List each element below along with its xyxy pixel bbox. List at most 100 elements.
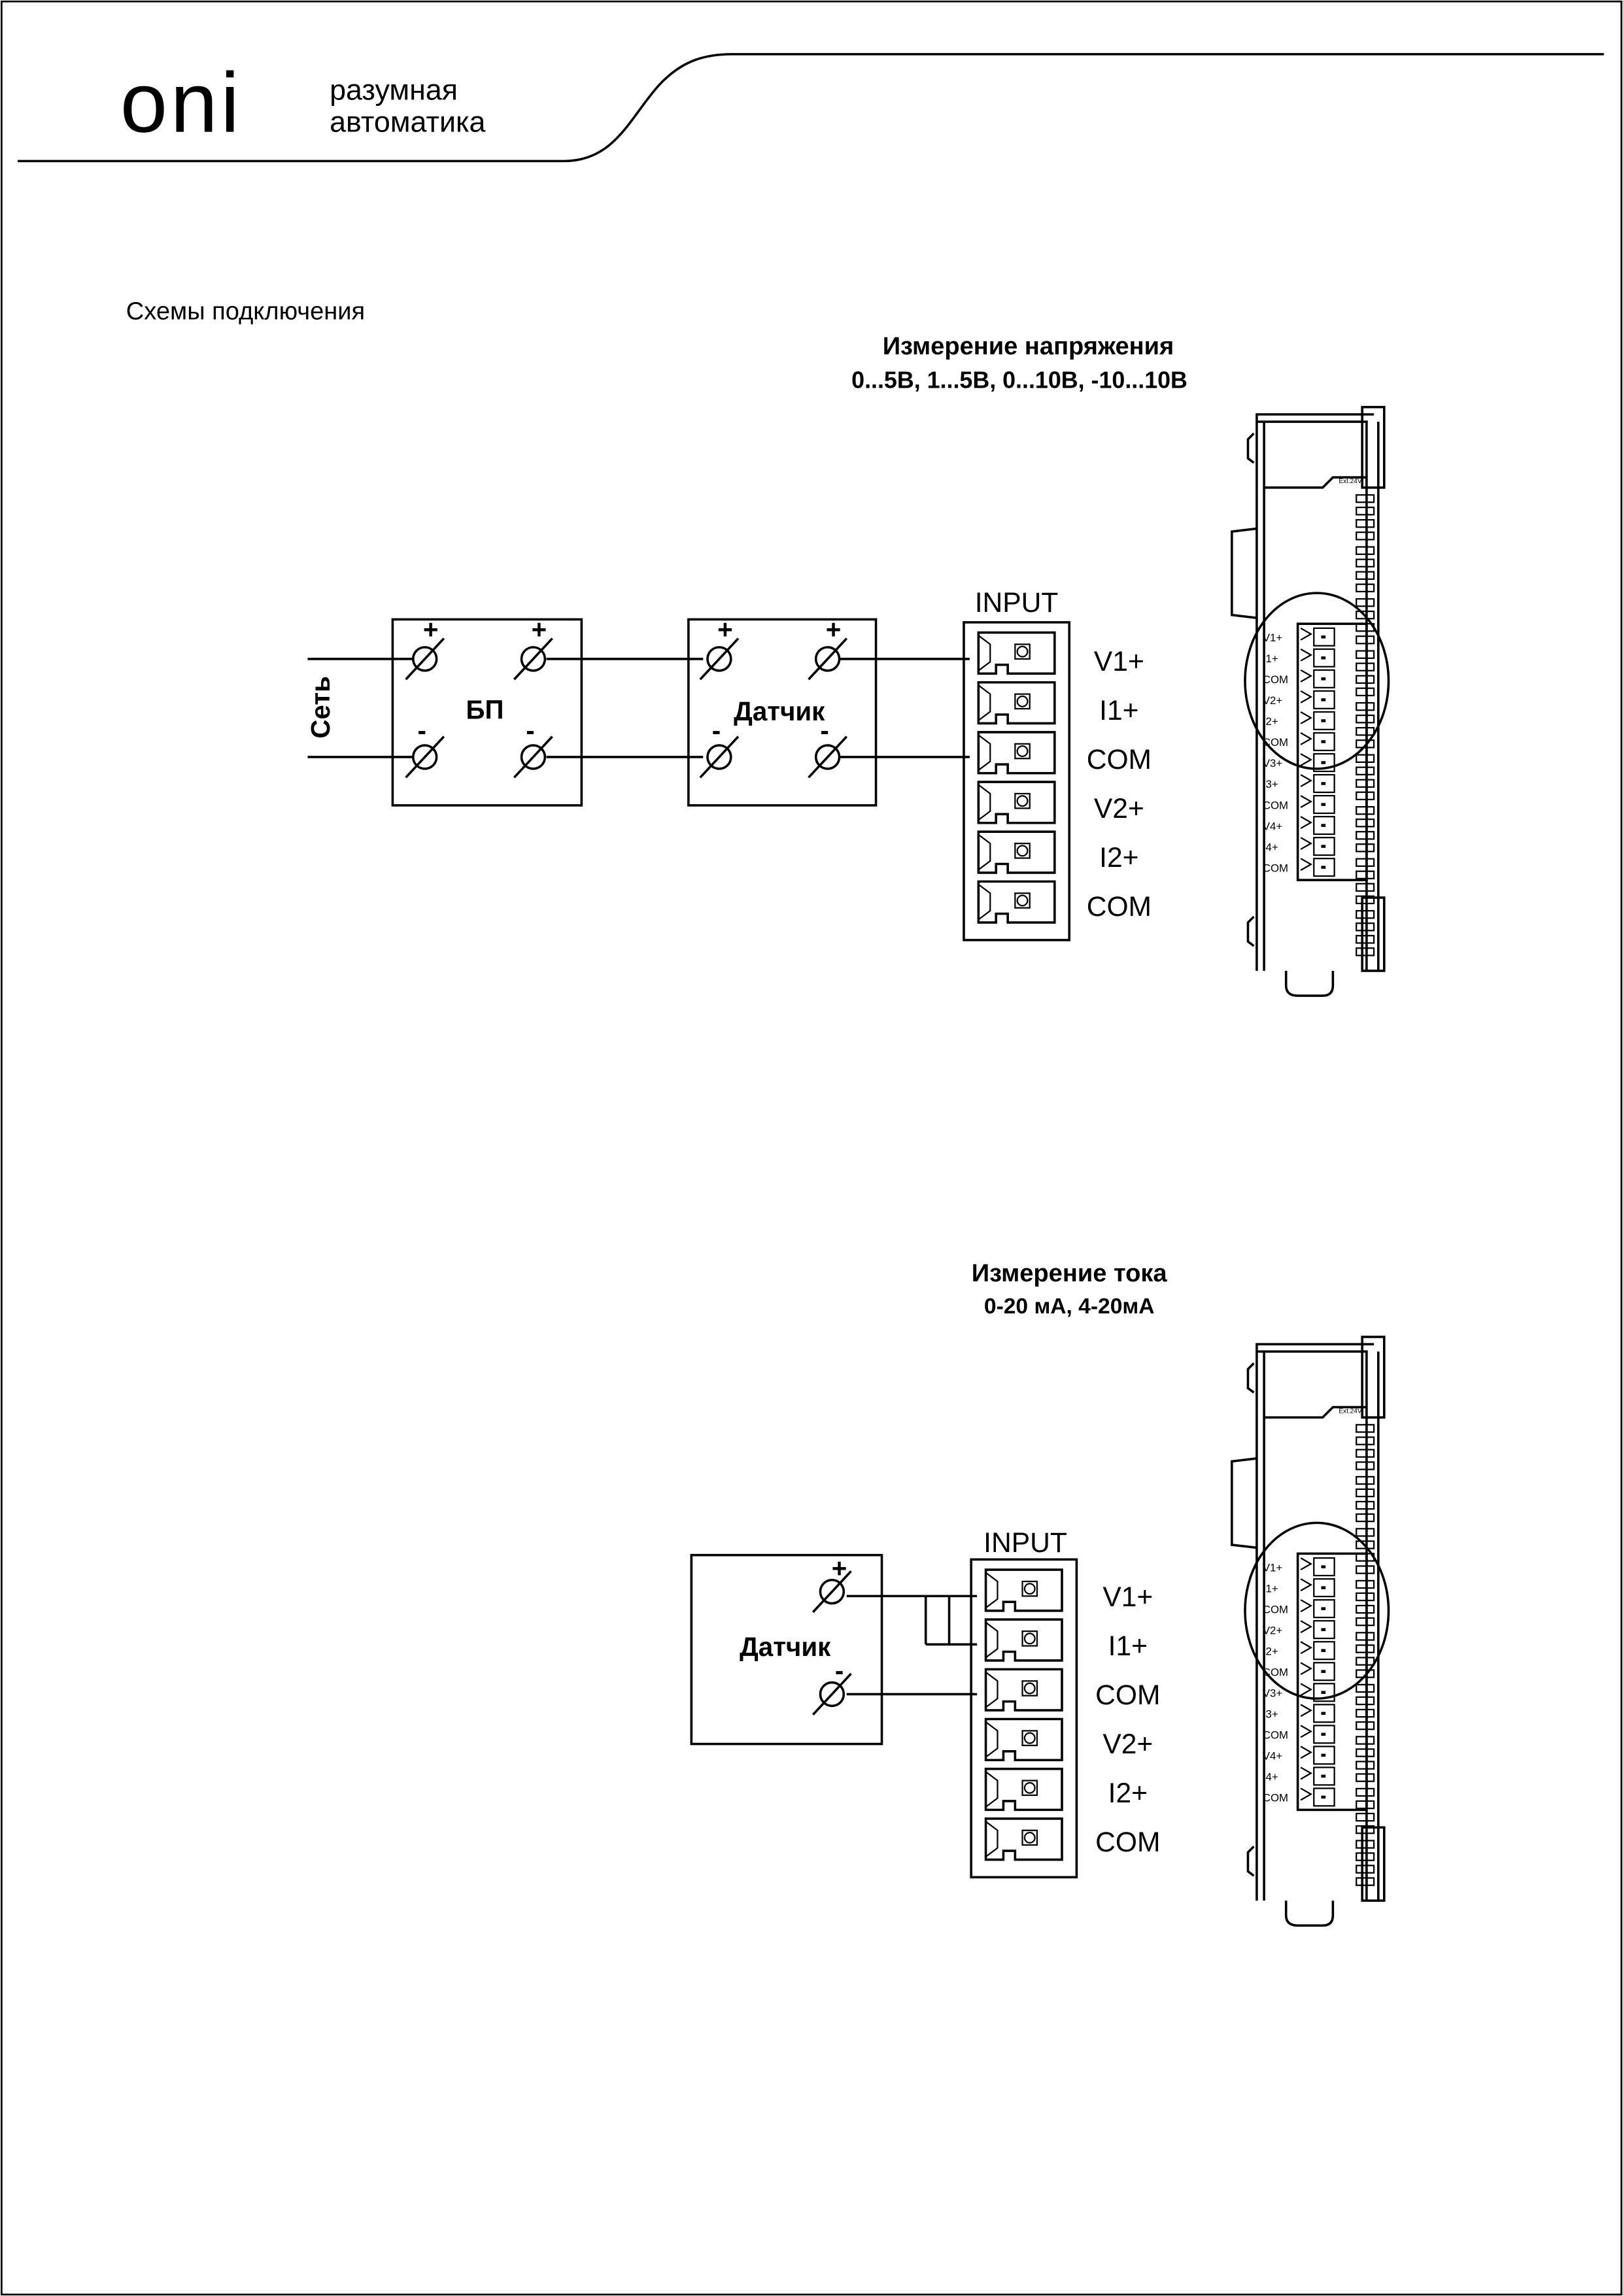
led-slot <box>1356 1865 1375 1874</box>
led-slot <box>1356 1721 1375 1730</box>
terminal-slot <box>977 731 1056 775</box>
led-slot <box>1356 727 1375 736</box>
led-slot <box>1356 819 1375 828</box>
led-slot <box>1356 701 1375 711</box>
header-divider-line <box>18 53 1604 163</box>
device-terminal-label: I1+ <box>1263 652 1278 665</box>
device-terminal-label: V3+ <box>1263 757 1282 769</box>
screw-terminal: + <box>811 1553 852 1613</box>
device-terminal-label: COM <box>1263 799 1288 811</box>
led-slot <box>1356 715 1375 724</box>
screw-terminal: + <box>405 615 445 681</box>
terminal-slot <box>977 781 1056 824</box>
led-slot <box>1356 895 1375 905</box>
device-terminal-label: I1+ <box>1263 1582 1278 1595</box>
screw-terminal: + <box>699 615 740 681</box>
terminal-label: I2+ <box>1099 842 1138 873</box>
led-slot <box>1356 1761 1375 1770</box>
terminal-slot <box>984 1817 1063 1861</box>
screw-terminal: - <box>405 716 445 779</box>
led-slot <box>1356 1825 1375 1834</box>
led-slot <box>1356 506 1375 516</box>
device-terminal-label: COM <box>1263 1603 1288 1615</box>
device-terminal-label: I2+ <box>1263 715 1278 728</box>
section-title: Схемы подключения <box>126 297 365 325</box>
terminal-label: V2+ <box>1094 793 1144 824</box>
device-terminal-label: COM <box>1263 862 1288 874</box>
device-terminal-label: COM <box>1263 1729 1288 1742</box>
current-title: Измерение тока <box>972 1260 1168 1287</box>
led-slot <box>1356 947 1375 956</box>
led-slot <box>1356 1424 1375 1433</box>
device-terminal-label: V1+ <box>1263 632 1282 644</box>
terminal-label: COM <box>1095 1827 1160 1858</box>
psu-label: БП <box>466 696 504 725</box>
led-slot <box>1356 1696 1375 1706</box>
polarity-sign: + <box>826 615 842 645</box>
polarity-sign: - <box>418 716 426 745</box>
polarity-sign: - <box>526 716 534 745</box>
controller-module: Ext.24VV1+I1+COMV2+I2+COMV3+I3+COMV4+I4+… <box>1231 1336 1390 1927</box>
led-slot <box>1356 1657 1375 1666</box>
led-slot <box>1356 1436 1375 1445</box>
led-slot <box>1356 935 1375 944</box>
led-slot <box>1356 571 1375 580</box>
led-slot <box>1356 1488 1375 1498</box>
led-slot <box>1356 1579 1375 1589</box>
screw-terminal: - <box>699 716 740 779</box>
psu-box <box>391 618 583 807</box>
terminal-slot <box>984 1668 1063 1712</box>
terminal-slot <box>977 880 1056 924</box>
device-terminal-label: V4+ <box>1263 1750 1282 1763</box>
device-terminal-label: COM <box>1263 1792 1288 1804</box>
device-terminal-label: V2+ <box>1263 1624 1282 1636</box>
led-slot <box>1356 806 1375 815</box>
led-slot <box>1356 675 1375 684</box>
led-slot <box>1356 858 1375 867</box>
led-slot <box>1356 687 1375 697</box>
input-label: INPUT <box>983 1527 1067 1559</box>
led-slot <box>1356 779 1375 788</box>
led-slot <box>1356 791 1375 801</box>
terminal-slot <box>977 830 1056 874</box>
terminal-label: COM <box>1087 891 1152 922</box>
screw-terminal: - <box>811 1656 852 1716</box>
led-slot <box>1356 754 1375 763</box>
voltage-diagram: Измерение напряжения 0...5В, 1...5В, 0..… <box>306 333 1390 997</box>
led-slot <box>1356 1683 1375 1693</box>
input-label: INPUT <box>975 587 1059 618</box>
led-slot <box>1356 558 1375 567</box>
polarity-sign: + <box>532 615 547 645</box>
led-slot <box>1356 910 1375 919</box>
led-slot <box>1356 519 1375 528</box>
sensor-box <box>690 1553 883 1746</box>
polarity-sign: - <box>835 1656 844 1685</box>
led-slot <box>1356 1840 1375 1849</box>
led-slot <box>1356 1877 1375 1886</box>
led-slot <box>1356 1461 1375 1470</box>
led-slot <box>1356 1476 1375 1485</box>
polarity-sign: + <box>832 1553 847 1583</box>
led-slot <box>1356 635 1375 645</box>
device-terminal-label: V1+ <box>1263 1561 1282 1574</box>
led-slot <box>1356 1617 1375 1627</box>
led-slot <box>1356 1800 1375 1810</box>
polarity-sign: + <box>717 615 733 645</box>
screw-terminal: - <box>513 716 553 779</box>
screw-terminal: + <box>808 615 848 681</box>
led-slot <box>1356 610 1375 620</box>
current-subtitle: 0-20 мА, 4-20мА <box>984 1294 1155 1319</box>
led-slot <box>1356 1500 1375 1510</box>
led-slot <box>1356 831 1375 840</box>
power-label: Ext.24V <box>1339 1408 1362 1415</box>
terminal-label: I2+ <box>1108 1778 1148 1809</box>
led-slot <box>1356 843 1375 853</box>
input-terminal-block <box>970 1558 1078 1879</box>
device-terminal-label: V4+ <box>1263 820 1282 832</box>
terminal-slot <box>984 1618 1063 1662</box>
highlight-circle <box>1244 592 1390 770</box>
led-slot <box>1356 1812 1375 1822</box>
device-terminal-label: I4+ <box>1263 1771 1278 1783</box>
device-terminal-label: I3+ <box>1263 778 1278 790</box>
